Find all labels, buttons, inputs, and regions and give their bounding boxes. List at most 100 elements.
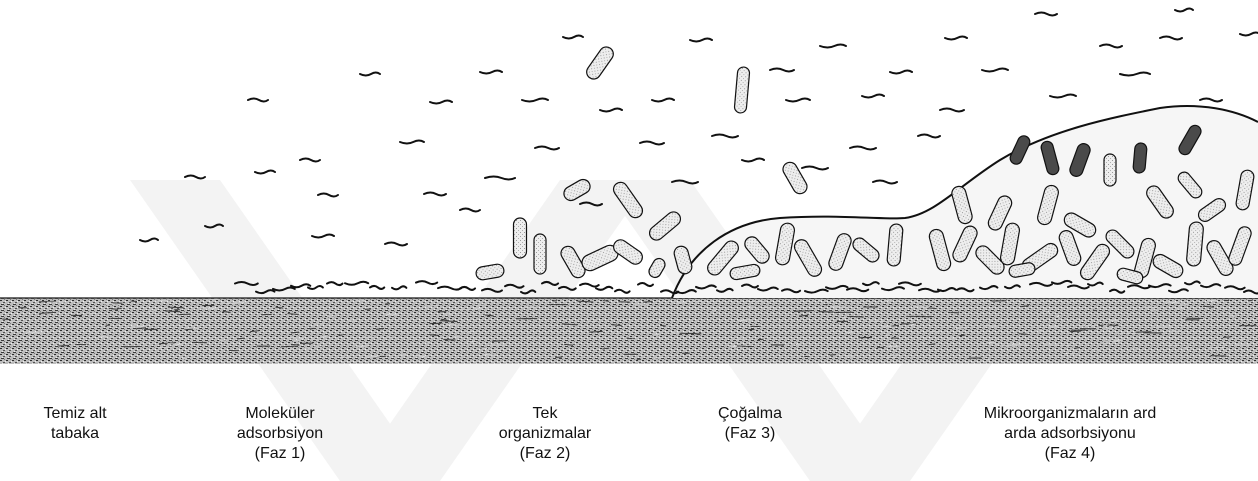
molecule-stroke	[820, 45, 846, 48]
substrate-grain	[737, 346, 751, 347]
rod-cell	[780, 160, 809, 196]
molecule-stroke	[248, 99, 268, 102]
molecule-stroke	[786, 99, 810, 102]
molecule-stroke	[312, 235, 334, 238]
substrate-grain	[475, 305, 486, 306]
molecule-stroke	[438, 287, 461, 290]
stage-label-proliferation: Çoğalma (Faz 3)	[690, 404, 810, 444]
molecule-stroke	[1175, 9, 1193, 12]
molecule-stroke	[596, 287, 612, 290]
substrate-grain	[929, 308, 937, 309]
substrate-grain	[711, 311, 716, 312]
molecule-stroke	[345, 282, 368, 285]
molecule-stroke	[370, 286, 384, 289]
substrate-grain	[219, 340, 227, 341]
molecule-stroke	[1160, 37, 1182, 40]
molecule-stroke	[460, 287, 475, 290]
substrate-grain	[1176, 308, 1184, 309]
substrate-grain	[971, 355, 976, 356]
substrate-grain	[168, 307, 184, 308]
substrate-grain	[928, 344, 935, 345]
substrate-grain	[949, 339, 955, 340]
substrate-grain	[794, 311, 811, 312]
molecule-stroke	[424, 193, 446, 196]
molecule-stroke	[690, 39, 712, 42]
substrate-grain	[613, 333, 619, 334]
molecule-stroke	[1050, 95, 1076, 98]
substrate-grain	[1170, 331, 1182, 332]
stage-label-clean-substrate: Temiz alt tabaka	[10, 404, 140, 444]
substrate-grain	[281, 346, 295, 347]
stage-label-single-organisms: Tek organizmalar (Faz 2)	[480, 404, 610, 464]
molecule-stroke	[185, 176, 205, 179]
substrate-grain	[830, 355, 835, 356]
substrate-grain	[1019, 334, 1027, 335]
rod-cell	[1104, 154, 1116, 186]
molecule-stroke	[742, 159, 764, 162]
substrate-grain	[182, 358, 187, 359]
molecule-stroke	[640, 142, 664, 145]
substrate-grain	[846, 356, 853, 357]
substrate-grain	[440, 321, 458, 322]
substrate-grain	[1043, 311, 1049, 312]
molecule-stroke	[802, 167, 828, 170]
rod-cell	[1186, 221, 1204, 266]
substrate-grain	[1110, 320, 1117, 321]
molecule-stroke	[982, 69, 1008, 72]
molecule-stroke	[770, 69, 794, 72]
substrate-grain	[185, 329, 193, 330]
substrate-grain	[445, 314, 453, 315]
substrate-grain	[1063, 353, 1078, 354]
molecule-stroke	[460, 209, 480, 212]
molecule-stroke	[1035, 13, 1057, 16]
substrate-grain	[1127, 333, 1138, 334]
molecule-stroke	[430, 101, 452, 104]
substrate-grain	[748, 306, 753, 307]
substrate-grain	[291, 332, 300, 333]
rod-cell	[734, 67, 750, 114]
molecule-stroke	[862, 95, 884, 98]
rod-cell	[611, 237, 645, 267]
molecule-stroke	[563, 36, 583, 39]
substrate-grain	[366, 307, 372, 308]
substrate-grain	[340, 357, 350, 358]
substrate-grain	[131, 301, 137, 302]
substrate-grain	[603, 301, 609, 302]
molecule-stroke	[392, 286, 406, 289]
substrate-grain	[675, 302, 685, 303]
molecule-stroke	[360, 73, 380, 76]
molecule-stroke	[652, 99, 674, 102]
molecule-stroke	[318, 194, 338, 197]
stage-label-successive-adsorption: Mikroorganizmaların ard arda adsorbsiyon…	[950, 404, 1190, 464]
substrate-grain	[892, 338, 899, 339]
substrate-grain	[848, 316, 863, 317]
substrate-grain	[1223, 337, 1230, 338]
molecule-stroke	[1100, 45, 1122, 48]
substrate-grain	[1091, 325, 1095, 326]
substrate-grain	[26, 332, 42, 333]
rod-cell	[514, 218, 527, 258]
substrate-grain	[1091, 349, 1100, 350]
molecule-stroke	[1240, 33, 1258, 36]
molecule-stroke	[1120, 73, 1150, 76]
stage-label-molecular-adsorption: Moleküler adsorbsiyon (Faz 1)	[215, 404, 345, 464]
molecule-stroke	[255, 171, 275, 174]
molecule-stroke	[940, 109, 964, 112]
molecule-stroke	[535, 147, 559, 150]
rod-cell	[1133, 143, 1148, 174]
molecule-stroke	[712, 135, 738, 138]
substrate-grain	[983, 326, 997, 327]
molecule-stroke	[918, 135, 940, 138]
substrate-grain	[339, 335, 343, 336]
substrate-grain	[1248, 300, 1252, 301]
substrate-grain	[443, 339, 455, 340]
substrate-grain	[1207, 347, 1224, 348]
molecule-stroke	[615, 290, 630, 293]
substrate-grain	[2, 319, 10, 320]
molecule-stroke	[140, 239, 158, 242]
rod-cell	[534, 234, 546, 274]
molecule-stroke	[385, 243, 407, 246]
substrate-grain	[1093, 310, 1097, 311]
substrate-grain	[425, 306, 439, 307]
substrate-grain	[58, 345, 69, 346]
